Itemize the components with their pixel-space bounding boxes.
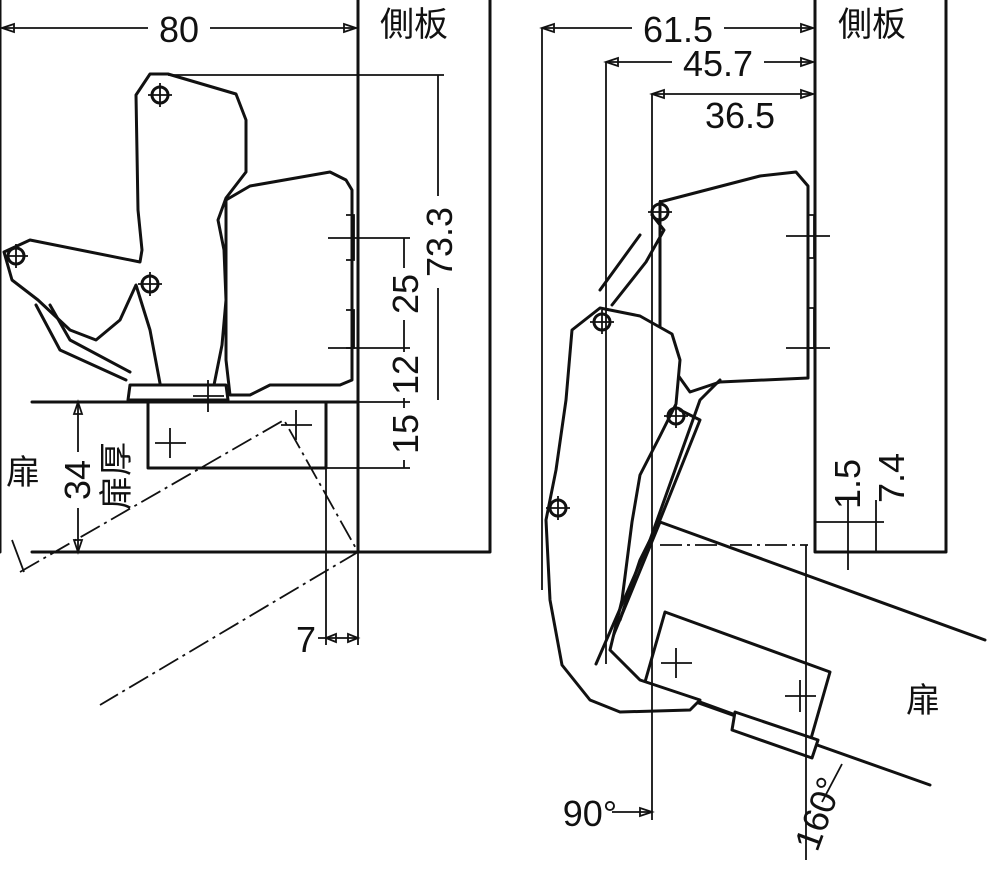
dim-73-3-label: 73.3 [419,207,460,277]
left-pivot-1 [148,83,172,107]
right-hinge-base [658,170,810,394]
dim-34: 34 [56,399,100,555]
left-hinge-arm [2,72,248,396]
left-rotated-door [19,418,360,706]
dim-1-5-7-4: 1.5 7.4 [815,453,912,570]
dim-25-label: 25 [385,274,426,314]
right-pivot-3 [664,404,688,428]
side-panel-label-left: 側板 [380,5,448,45]
dim-7-4-label: 7.4 [871,453,912,503]
dim-12-label: 12 [385,355,426,395]
right-view: 61.5 45.7 36.5 1.5 7.4 9 [539,0,987,860]
angle-90: 90° [563,793,655,834]
left-side-panel [356,0,492,554]
dim-45-7: 45.7 [603,42,816,664]
dim-12: 12 [382,348,426,402]
left-hinge-foot [126,383,230,402]
left-cup-cross [155,428,186,458]
right-pivot-2 [590,310,614,334]
right-hinge-arm [544,306,702,714]
left-view: 80 73.3 25 12 15 [0,0,492,706]
left-foot-cross [193,380,224,412]
dim-7-label: 7 [296,619,316,660]
dim-7: 7 [296,468,361,660]
right-cup-foot [730,710,820,760]
side-panel-label-right: 側板 [838,5,906,45]
left-pivot-2 [4,244,28,268]
right-hinge-link-2 [618,408,702,622]
dim-25: 25 [382,238,426,348]
left-rotated-cross [281,410,312,440]
door-thickness-leader [11,539,25,573]
dim-36-5: 36.5 [649,88,816,820]
left-pivot-3 [138,272,162,296]
dim-15-label: 15 [385,414,426,454]
left-cup-plate [146,400,328,470]
dim-15: 15 [382,402,426,468]
right-cup-crosses [661,648,816,712]
right-base-crosses [786,220,830,364]
left-hinge-base [224,170,354,397]
dim-34-label: 34 [57,460,98,500]
dim-73-3: 73.3 [414,75,462,400]
door-thickness-label: 扉厚 [97,442,137,510]
angle-160-label: 160° [786,772,850,856]
angle-90-label: 90° [563,793,617,834]
dim-36-5-label: 36.5 [705,95,775,136]
dim-1-5-label: 1.5 [827,459,868,509]
left-hinge-link [34,303,132,382]
door-label-right: 扉 [906,681,940,721]
dim-45-7-label: 45.7 [683,43,753,84]
dim-80: 80 [0,6,359,50]
left-ext-lines [168,74,444,469]
right-pivot-4 [546,496,570,520]
door-label-left: 扉 [6,453,40,493]
dim-80-label: 80 [159,9,199,50]
